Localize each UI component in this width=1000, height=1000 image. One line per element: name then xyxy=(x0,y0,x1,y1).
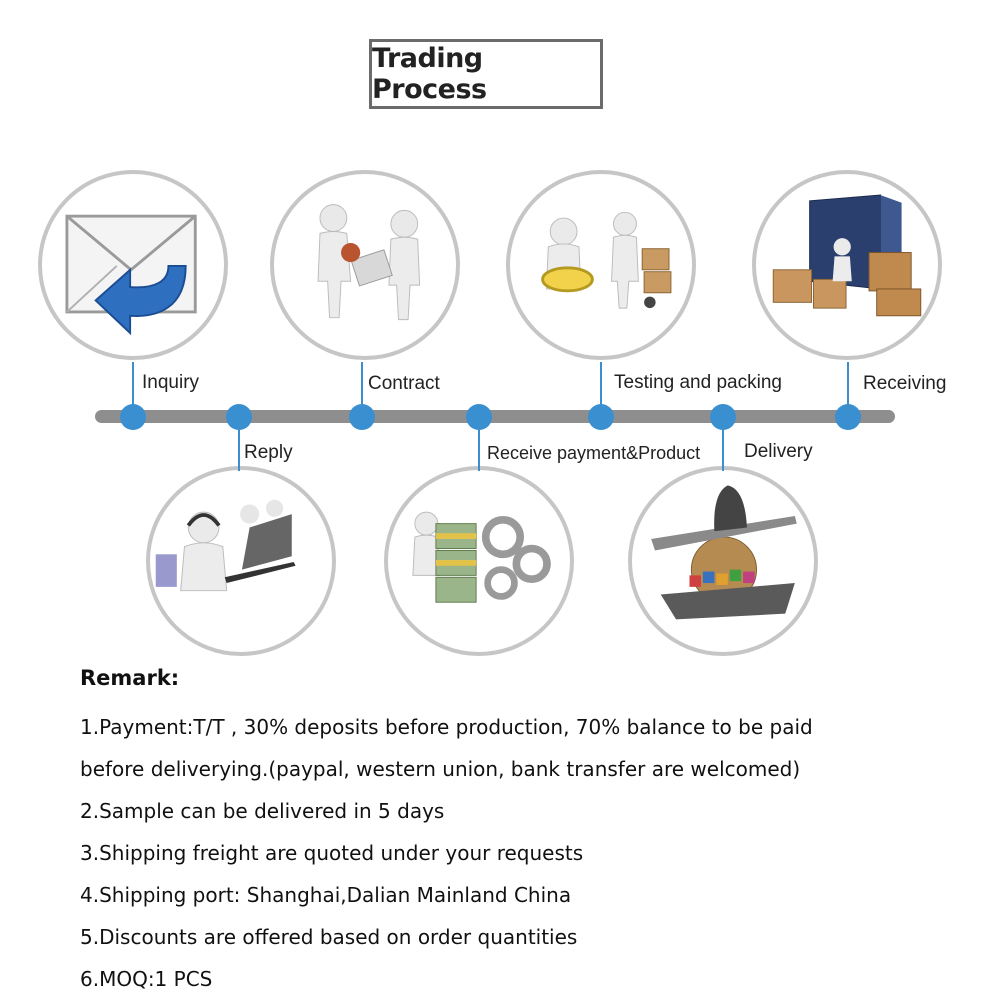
node-inquiry xyxy=(120,404,146,430)
call-center-icon xyxy=(155,499,296,592)
step-label-testing-packing: Testing and packing xyxy=(614,372,782,393)
container-boxes-icon xyxy=(772,194,922,317)
remark-line: 4.Shipping port: Shanghai,Dalian Mainlan… xyxy=(80,883,572,907)
step-label-receive-payment: Receive payment&Product xyxy=(487,443,701,463)
node-receiving xyxy=(835,404,861,430)
remark-line: 2.Sample can be delivered in 5 days xyxy=(80,799,445,823)
step-label-delivery: Delivery xyxy=(744,441,813,462)
remarks-section: Remark: 1.Payment:T/T , 30% deposits bef… xyxy=(80,662,960,1000)
receiving-image xyxy=(752,170,942,360)
receive-payment-image xyxy=(384,466,574,656)
delivery-image xyxy=(628,466,818,656)
remark-line: before deliverying.(paypal, western unio… xyxy=(80,757,801,781)
connector-receiving xyxy=(847,362,849,410)
remark-line: 6.MOQ:1 PCS xyxy=(80,967,213,991)
step-label-inquiry: Inquiry xyxy=(142,372,200,393)
money-gears-icon xyxy=(412,511,551,603)
magnifier-box-cart-icon xyxy=(541,211,672,309)
step-label-receiving: Receiving xyxy=(863,373,947,394)
remark-line: 5.Discounts are offered based on order q… xyxy=(80,925,578,949)
step-label-contract: Contract xyxy=(368,373,440,394)
contract-image xyxy=(270,170,460,360)
node-testing-packing xyxy=(588,404,614,430)
remark-line: 3.Shipping freight are quoted under your… xyxy=(80,841,584,865)
node-receive-payment xyxy=(466,404,492,430)
node-reply xyxy=(226,404,252,430)
inquiry-image xyxy=(38,170,228,360)
plane-ship-globe-icon xyxy=(651,485,797,620)
connector-inquiry xyxy=(132,362,134,410)
envelope-arrow-icon xyxy=(65,214,197,336)
handshake-contract-icon xyxy=(317,204,421,321)
timeline-bar xyxy=(95,410,895,423)
remark-line: 1.Payment:T/T , 30% deposits before prod… xyxy=(80,715,813,739)
connector-testing xyxy=(600,362,602,410)
node-contract xyxy=(349,404,375,430)
testing-packing-image xyxy=(506,170,696,360)
reply-image xyxy=(146,466,336,656)
remark-heading: Remark: xyxy=(80,666,180,690)
connector-contract xyxy=(361,362,363,410)
connector-receive-payment xyxy=(478,423,480,471)
connector-delivery xyxy=(722,423,724,471)
connector-reply xyxy=(238,423,240,471)
node-delivery xyxy=(710,404,736,430)
step-label-reply: Reply xyxy=(244,442,293,463)
page-title: Trading Process xyxy=(369,39,603,109)
